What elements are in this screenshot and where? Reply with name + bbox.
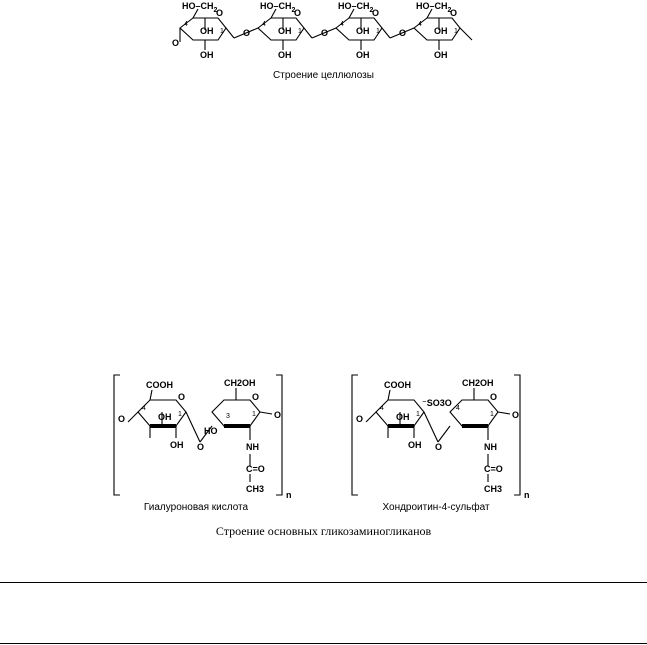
carbon-number: 1	[252, 411, 256, 418]
cellulose-ring-oxygen: O	[294, 8, 301, 18]
hydroxyl-label: OH	[408, 440, 422, 450]
carbon-number: 4	[418, 21, 422, 28]
cellulose-hydroxyl: OH	[200, 26, 214, 36]
cellulose-bridge-oxygen: O	[399, 28, 406, 38]
carbon-number: 1	[416, 411, 420, 418]
cellulose-group-label: HO–CH2	[416, 1, 452, 14]
carbon-number: 4	[380, 405, 384, 412]
ring-oxygen: O	[252, 392, 259, 402]
terminal-oxygen: O	[512, 410, 519, 420]
cellulose-bridge-oxygen: O	[243, 28, 250, 38]
repeat-index: n	[524, 490, 530, 500]
carbon-number: 1	[178, 411, 182, 418]
cellulose-caption: Строение целлюлозы	[273, 70, 374, 81]
hydroxy-label: HO	[204, 426, 218, 436]
hydroxyl-label: OH	[170, 440, 184, 450]
glycosidic-oxygen: O	[197, 442, 204, 452]
page-rule-bottom	[0, 643, 647, 644]
amide-nh: NH	[484, 442, 497, 452]
hydroxymethyl-group: CH2OH	[462, 378, 494, 388]
chondroitin-sulfate-label: Хондроитин-4-сульфат	[382, 501, 489, 513]
hydroxyl-label: OH	[396, 412, 410, 422]
cellulose-hydroxyl: OH	[356, 50, 370, 60]
cellulose-ring-oxygen: O	[372, 8, 379, 18]
terminal-oxygen: O	[356, 414, 363, 424]
carbon-number: 3	[226, 413, 230, 420]
carbon-number: 1	[490, 411, 494, 418]
carbon-number: 4	[142, 405, 146, 412]
carbon-number: 4	[340, 21, 344, 28]
cellulose-hydroxyl: OH	[200, 50, 214, 60]
carboxyl-group: COOH	[146, 380, 173, 390]
cellulose-hydroxyl: OH	[278, 50, 292, 60]
cellulose-hydroxyl: OH	[278, 26, 292, 36]
cellulose-ring-oxygen: O	[216, 8, 223, 18]
terminal-oxygen: O	[274, 410, 281, 420]
methyl-group: CH3	[484, 484, 502, 494]
carbon-number: 1	[298, 28, 302, 35]
carbonyl-group: C=O	[484, 464, 503, 474]
cellulose-hydroxyl: OH	[356, 26, 370, 36]
carbonyl-group: C=O	[246, 464, 265, 474]
amide-nh: NH	[246, 442, 259, 452]
cellulose-group-label: HO–CH2	[260, 1, 296, 14]
glycosidic-oxygen: O	[435, 442, 442, 452]
cellulose-group-label: HO–CH2	[338, 1, 374, 14]
glycosaminoglycans-caption: Строение основных гликозаминогликанов	[215, 524, 432, 538]
repeat-index: n	[286, 490, 292, 500]
terminal-oxygen: O	[118, 414, 125, 424]
cellulose-end-oxygen: O	[172, 38, 179, 48]
hydroxymethyl-group: CH2OH	[224, 378, 256, 388]
sulfate-group: ⁻SO3O	[422, 398, 452, 408]
carboxyl-group: COOH	[384, 380, 411, 390]
cellulose-hydroxyl: OH	[434, 26, 448, 36]
cellulose-hydroxyl: OH	[434, 50, 448, 60]
carbon-number: 1	[454, 28, 458, 35]
page-rule-top	[0, 582, 647, 583]
methyl-group: CH3	[246, 484, 264, 494]
hydroxyl-label: OH	[158, 412, 172, 422]
ring-oxygen: O	[178, 392, 185, 402]
cellulose-group-label: HO–CH2	[182, 1, 218, 14]
cellulose-bridge-oxygen: O	[321, 28, 328, 38]
carbon-number: 1	[376, 28, 380, 35]
ring-oxygen: O	[490, 392, 497, 402]
carbon-number: 4	[184, 21, 188, 28]
carbon-number: 4	[456, 405, 460, 412]
glycosaminoglycans-structure: COOH CH2OH OH OH HO O O O O O NH C=O CH3…	[113, 374, 530, 513]
carbon-number: 4	[262, 21, 266, 28]
carbon-number: 1	[220, 28, 224, 35]
cellulose-ring-oxygen: O	[450, 8, 457, 18]
hyaluronic-acid-label: Гиалуроновая кислота	[144, 502, 249, 513]
cellulose-structure: HO–CH2 OH OH O O 4 1 HO–CH2 OH OH O O 4 …	[172, 1, 473, 60]
